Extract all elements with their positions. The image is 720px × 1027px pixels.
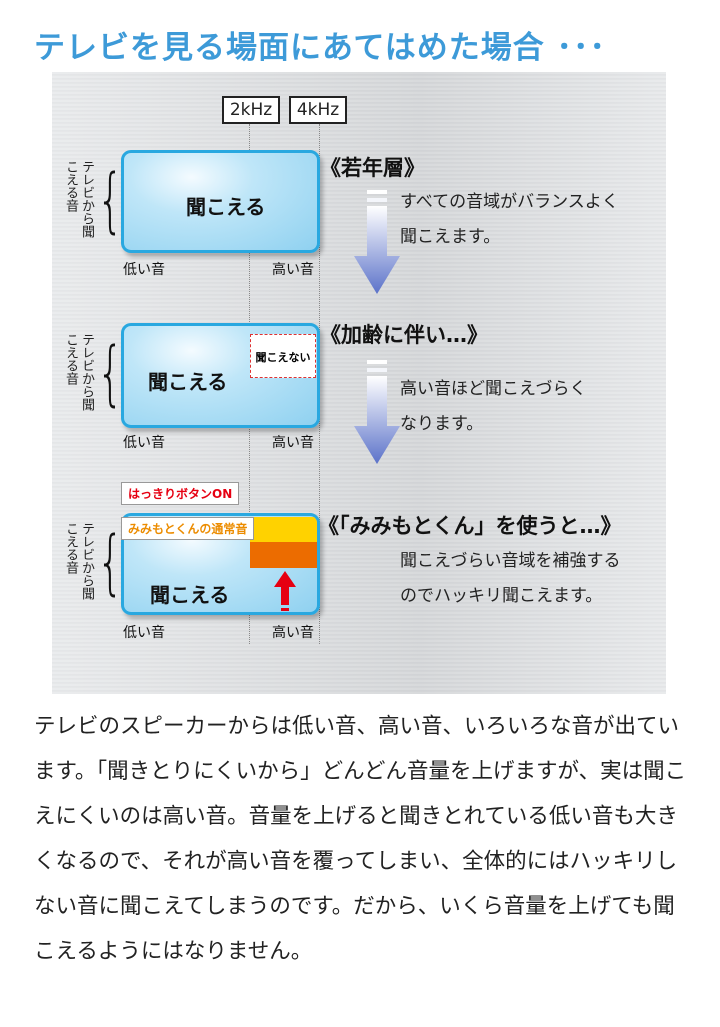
desc-line: 高い音ほど聞こえづらく [400,379,587,399]
freq-label-4khz: 4kHz [289,96,347,124]
audible-label: 聞こえる [186,195,266,219]
inaudible-region: 聞こえない [250,334,316,378]
brace-icon: { [96,159,124,241]
high-sound-label: 高い音 [272,262,314,278]
desc-line: 聞こえます。 [400,227,501,247]
up-arrow-icon [274,571,296,611]
low-sound-label: 低い音 [123,262,165,278]
hearing-box-aging: 聞こえる 聞こえない [121,323,320,428]
boost-region [250,517,317,542]
brace-icon: { [96,332,124,414]
body-paragraph: テレビのスピーカーからは低い音、高い音、いろいろな音が出ています。「聞きとりにく… [34,714,687,964]
down-arrow-icon [354,190,400,294]
desc-line: 聞こえづらい音域を補強する [400,551,621,571]
side-label: テレビから聞こえる音 [63,522,94,600]
freq-label-2khz: 2kHz [222,96,280,124]
audible-label: 聞こえる [148,370,228,394]
section-header: 《「みみもとくん」を使うと…》 [318,514,622,538]
hearing-box-young: 聞こえる [121,150,320,253]
callout-boost-button: はっきりボタンON [121,482,240,505]
desc-line: なります。 [400,414,484,434]
side-label: テレビから聞こえる音 [63,160,94,238]
low-sound-label: 低い音 [123,625,165,641]
section-desc: すべての音域がバランスよく聞こえます。 [400,185,619,255]
section-desc: 高い音ほど聞こえづらくなります。 [400,372,587,442]
high-sound-label: 高い音 [272,435,314,451]
section-header: 《若年層》 [320,156,425,180]
section-desc: 聞こえづらい音域を補強するのでハッキリ聞こえます。 [400,544,621,614]
page-title: テレビを見る場面にあてはめた場合 ･･･ [34,30,607,66]
audible-label: 聞こえる [150,583,230,607]
down-arrow-icon [354,360,400,464]
high-sound-label: 高い音 [272,625,314,641]
callout-normal-sound: みみもとくんの通常音 [121,517,255,540]
brace-icon: { [96,521,124,603]
desc-line: のでハッキリ聞こえます。 [400,586,603,606]
normal-region [250,542,317,568]
section-header: 《加齢に伴い…》 [320,323,488,347]
side-label: テレビから聞こえる音 [63,333,94,411]
desc-line: すべての音域がバランスよく [400,192,619,212]
low-sound-label: 低い音 [123,435,165,451]
